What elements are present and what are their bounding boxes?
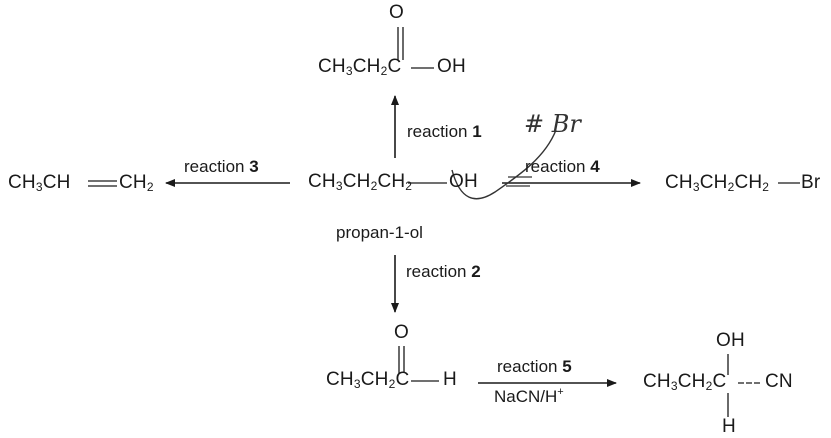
bromopropane-formula: CH3CH2CH2: [665, 172, 770, 194]
aldehyde-carbonyl-oxygen: O: [394, 322, 409, 343]
acid-hydroxyl: OH: [437, 56, 466, 77]
handwritten-curl: [451, 129, 557, 200]
aldehyde-hydrogen: H: [443, 369, 457, 390]
propan-1-ol-formula: CH3CH2CH2: [308, 171, 413, 193]
cyanohydrin-hydroxyl: OH: [716, 330, 745, 351]
nitrile-group: CN: [765, 371, 793, 392]
propanoic-acid: CH3CH2C: [318, 56, 402, 78]
handwritten-annotation: # Br: [524, 110, 581, 138]
acid-carbonyl-oxygen: O: [389, 2, 404, 23]
propene-right: CH2: [119, 172, 154, 194]
propanol-hydroxyl: OH: [449, 171, 478, 192]
label-reaction-5: reaction 5: [497, 357, 572, 376]
label-reaction-4: reaction 4: [525, 157, 600, 176]
reagent-nacn-h: NaCN/H+: [494, 386, 564, 407]
name-propan-1-ol: propan-1-ol: [336, 223, 423, 242]
label-reaction-3: reaction 3: [184, 157, 259, 176]
bromine-atom: Br: [801, 172, 821, 193]
propene-left: CH3CH: [8, 172, 71, 194]
cyanohydrin-formula: CH3CH2C: [643, 371, 727, 393]
label-reaction-1: reaction 1: [407, 122, 482, 141]
cyanohydrin-hydrogen: H: [722, 416, 736, 437]
label-reaction-2: reaction 2: [406, 262, 481, 281]
propanal-formula: CH3CH2C: [326, 369, 410, 391]
